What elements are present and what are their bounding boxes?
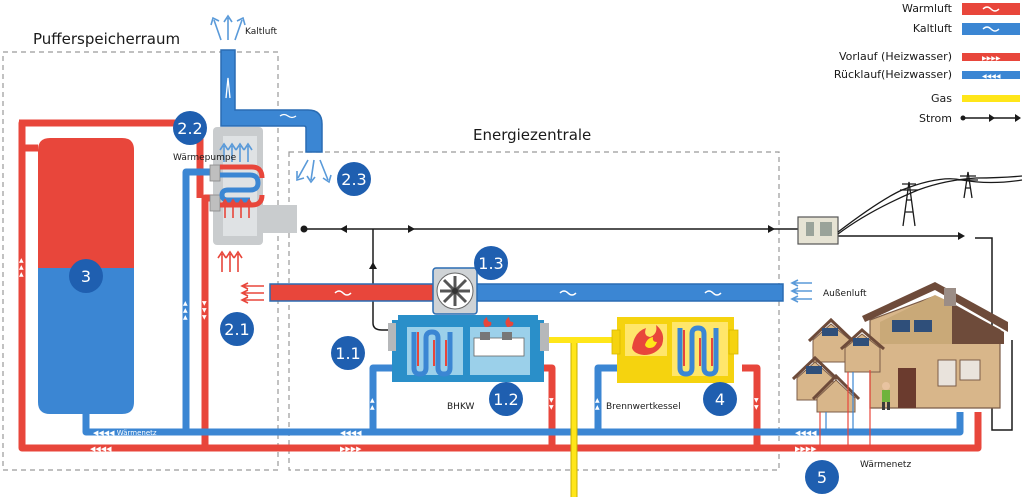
pipe-flow-arrows: ◀◀◀◀ Wärmenetz ◀◀◀◀ ▶▶▶▶ ◀◀◀◀ ▶▶▶▶ ◀◀◀◀ bbox=[90, 429, 817, 453]
power-lines bbox=[302, 228, 1013, 431]
svg-text:▼: ▼ bbox=[202, 307, 207, 314]
svg-text:▶▶▶▶: ▶▶▶▶ bbox=[340, 445, 362, 453]
legend-label-supply: Vorlauf (Heizwasser) bbox=[839, 50, 952, 63]
svg-text:◀◀◀◀: ◀◀◀◀ bbox=[795, 429, 817, 437]
boiler-unit bbox=[611, 317, 739, 383]
badge-1-1: 1.1 bbox=[331, 336, 365, 370]
svg-text:▲: ▲ bbox=[595, 404, 600, 411]
svg-text:1.3: 1.3 bbox=[478, 254, 503, 273]
badge-2-1: 2.1 bbox=[220, 312, 254, 346]
svg-text:1.2: 1.2 bbox=[493, 390, 518, 409]
legend-label-gas: Gas bbox=[931, 92, 952, 105]
svg-text:▲: ▲ bbox=[370, 397, 375, 404]
svg-text:4: 4 bbox=[715, 390, 725, 409]
svg-text:▼: ▼ bbox=[754, 397, 759, 404]
air-duct-warm bbox=[269, 283, 446, 302]
svg-text:▼: ▼ bbox=[202, 300, 207, 307]
chp-label: BHKW bbox=[447, 402, 475, 412]
duct-flow-marks bbox=[334, 290, 722, 296]
legend-swatch-supply bbox=[962, 53, 1020, 61]
svg-text:▼: ▼ bbox=[549, 404, 554, 411]
power-arrows bbox=[340, 225, 965, 269]
cold-air-out-label: Kaltluft bbox=[245, 27, 278, 37]
puffer-room-label: Pufferspeicherraum bbox=[33, 30, 180, 48]
svg-text:3: 3 bbox=[81, 267, 91, 286]
svg-text:1.1: 1.1 bbox=[335, 344, 360, 363]
svg-text:▶▶▶▶: ▶▶▶▶ bbox=[795, 445, 817, 453]
gas-pipe-edges bbox=[570, 343, 578, 497]
vertical-flow-arrows: ▲▲▲ ▲▲▲ ▼▼▼ ▲▲ ▼▼ ▲▲ ▼▼ bbox=[19, 257, 759, 411]
svg-text:▲: ▲ bbox=[183, 300, 188, 307]
svg-text:▲: ▲ bbox=[19, 257, 24, 264]
small-houses bbox=[791, 317, 885, 413]
svg-text:◀◀◀◀: ◀◀◀◀ bbox=[90, 445, 112, 453]
person-icon bbox=[882, 382, 890, 410]
svg-text:5: 5 bbox=[817, 468, 827, 487]
legend-label-power: Strom bbox=[919, 112, 952, 125]
house-return-lines bbox=[825, 372, 854, 432]
air-duct-cold bbox=[474, 283, 784, 302]
house-icon bbox=[862, 282, 1008, 409]
legend-swatch-gas bbox=[962, 95, 1020, 102]
badge-3: 3 bbox=[69, 259, 103, 293]
badge-2-3: 2.3 bbox=[337, 162, 371, 196]
svg-text:▲: ▲ bbox=[183, 307, 188, 314]
legend-label-warm-air: Warmluft bbox=[902, 2, 953, 15]
heat-network-label: Wärmenetz bbox=[860, 460, 911, 470]
legend-label-cold-air: Kaltluft bbox=[913, 22, 953, 35]
svg-text:▲: ▲ bbox=[370, 404, 375, 411]
pylon-icon bbox=[837, 171, 1023, 235]
transformer-panel bbox=[820, 222, 832, 236]
fan-unit bbox=[432, 267, 478, 315]
power-node bbox=[300, 225, 308, 233]
boiler-label: Brennwertkessel bbox=[606, 402, 681, 412]
legend-label-return: Rücklauf(Heizwasser) bbox=[834, 68, 952, 81]
svg-text:▼: ▼ bbox=[754, 404, 759, 411]
return-pipes bbox=[82, 168, 964, 436]
warm-air-arrows bbox=[217, 198, 264, 304]
svg-text:2.2: 2.2 bbox=[177, 119, 202, 138]
energy-center-outline bbox=[288, 151, 780, 471]
svg-text:2.1: 2.1 bbox=[224, 320, 249, 339]
svg-text:▼: ▼ bbox=[549, 397, 554, 404]
svg-text:▲: ▲ bbox=[19, 264, 24, 271]
badge-1-2: 1.2 bbox=[489, 382, 523, 416]
house-supply-lines bbox=[819, 370, 871, 448]
svg-text:▲: ▲ bbox=[595, 397, 600, 404]
legend: Warmluft Kaltluft Vorlauf (Heizwasser) ▶… bbox=[834, 2, 1021, 125]
svg-text:◀◀◀◀: ◀◀◀◀ bbox=[982, 73, 1001, 80]
energy-center-label: Energiezentrale bbox=[473, 126, 591, 144]
heat-pump-label: Wärmepumpe bbox=[173, 153, 237, 163]
svg-text:▶▶▶▶: ▶▶▶▶ bbox=[982, 55, 1001, 62]
puffer-room-outline bbox=[2, 51, 279, 471]
svg-text:▼: ▼ bbox=[202, 314, 207, 321]
exhaust-duct bbox=[220, 49, 323, 153]
badge-2-2: 2.2 bbox=[173, 111, 207, 145]
svg-text:◀◀◀◀: ◀◀◀◀ bbox=[340, 429, 362, 437]
outside-air-label: Außenluft bbox=[823, 289, 867, 299]
svg-text:2.3: 2.3 bbox=[341, 170, 366, 189]
legend-swatch-return bbox=[962, 71, 1020, 79]
badge-1-3: 1.3 bbox=[474, 246, 508, 280]
chp-unit bbox=[388, 315, 549, 382]
transformer-panel bbox=[806, 222, 814, 236]
svg-text:▲: ▲ bbox=[183, 314, 188, 321]
cold-air-arrows bbox=[210, 14, 812, 303]
badge-4: 4 bbox=[703, 382, 737, 416]
buffer-tank bbox=[38, 138, 134, 414]
svg-text:◀◀◀◀ Wärmenetz: ◀◀◀◀ Wärmenetz bbox=[93, 429, 157, 437]
svg-text:▲: ▲ bbox=[19, 271, 24, 278]
badge-5: 5 bbox=[805, 460, 839, 494]
